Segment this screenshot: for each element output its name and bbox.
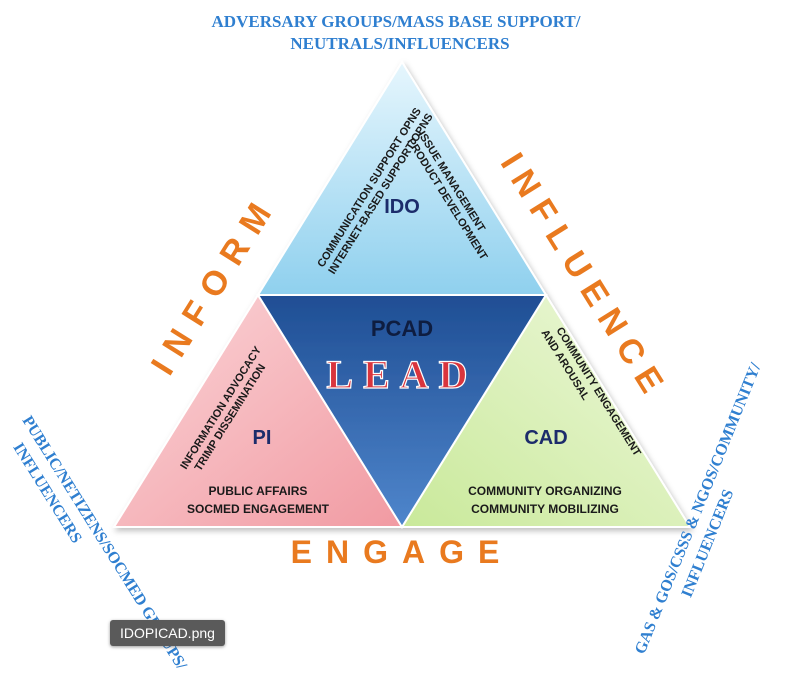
top-audience-line-2: NEUTRALS/INFLUENCERS: [290, 34, 509, 53]
cad-bottom-line-1: COMMUNITY ORGANIZING: [468, 484, 622, 498]
lead-title: LEAD: [326, 352, 477, 397]
pi-bottom-line-2: SOCMED ENGAGEMENT: [187, 502, 330, 516]
cad-bottom-line-2: COMMUNITY MOBILIZING: [471, 502, 619, 516]
pcad-title: PCAD: [371, 316, 433, 341]
cad-title: CAD: [524, 427, 567, 449]
pi-bottom-line-1: PUBLIC AFFAIRS: [209, 484, 308, 498]
engage-label: ENGAGE: [291, 534, 514, 570]
pcad-center-triangle: [256, 294, 548, 529]
pi-title: PI: [253, 427, 272, 449]
top-audience-line-1: ADVERSARY GROUPS/MASS BASE SUPPORT/: [212, 12, 581, 31]
filename-tooltip: IDOPICAD.png: [110, 620, 225, 646]
ido-title: IDO: [384, 196, 420, 218]
